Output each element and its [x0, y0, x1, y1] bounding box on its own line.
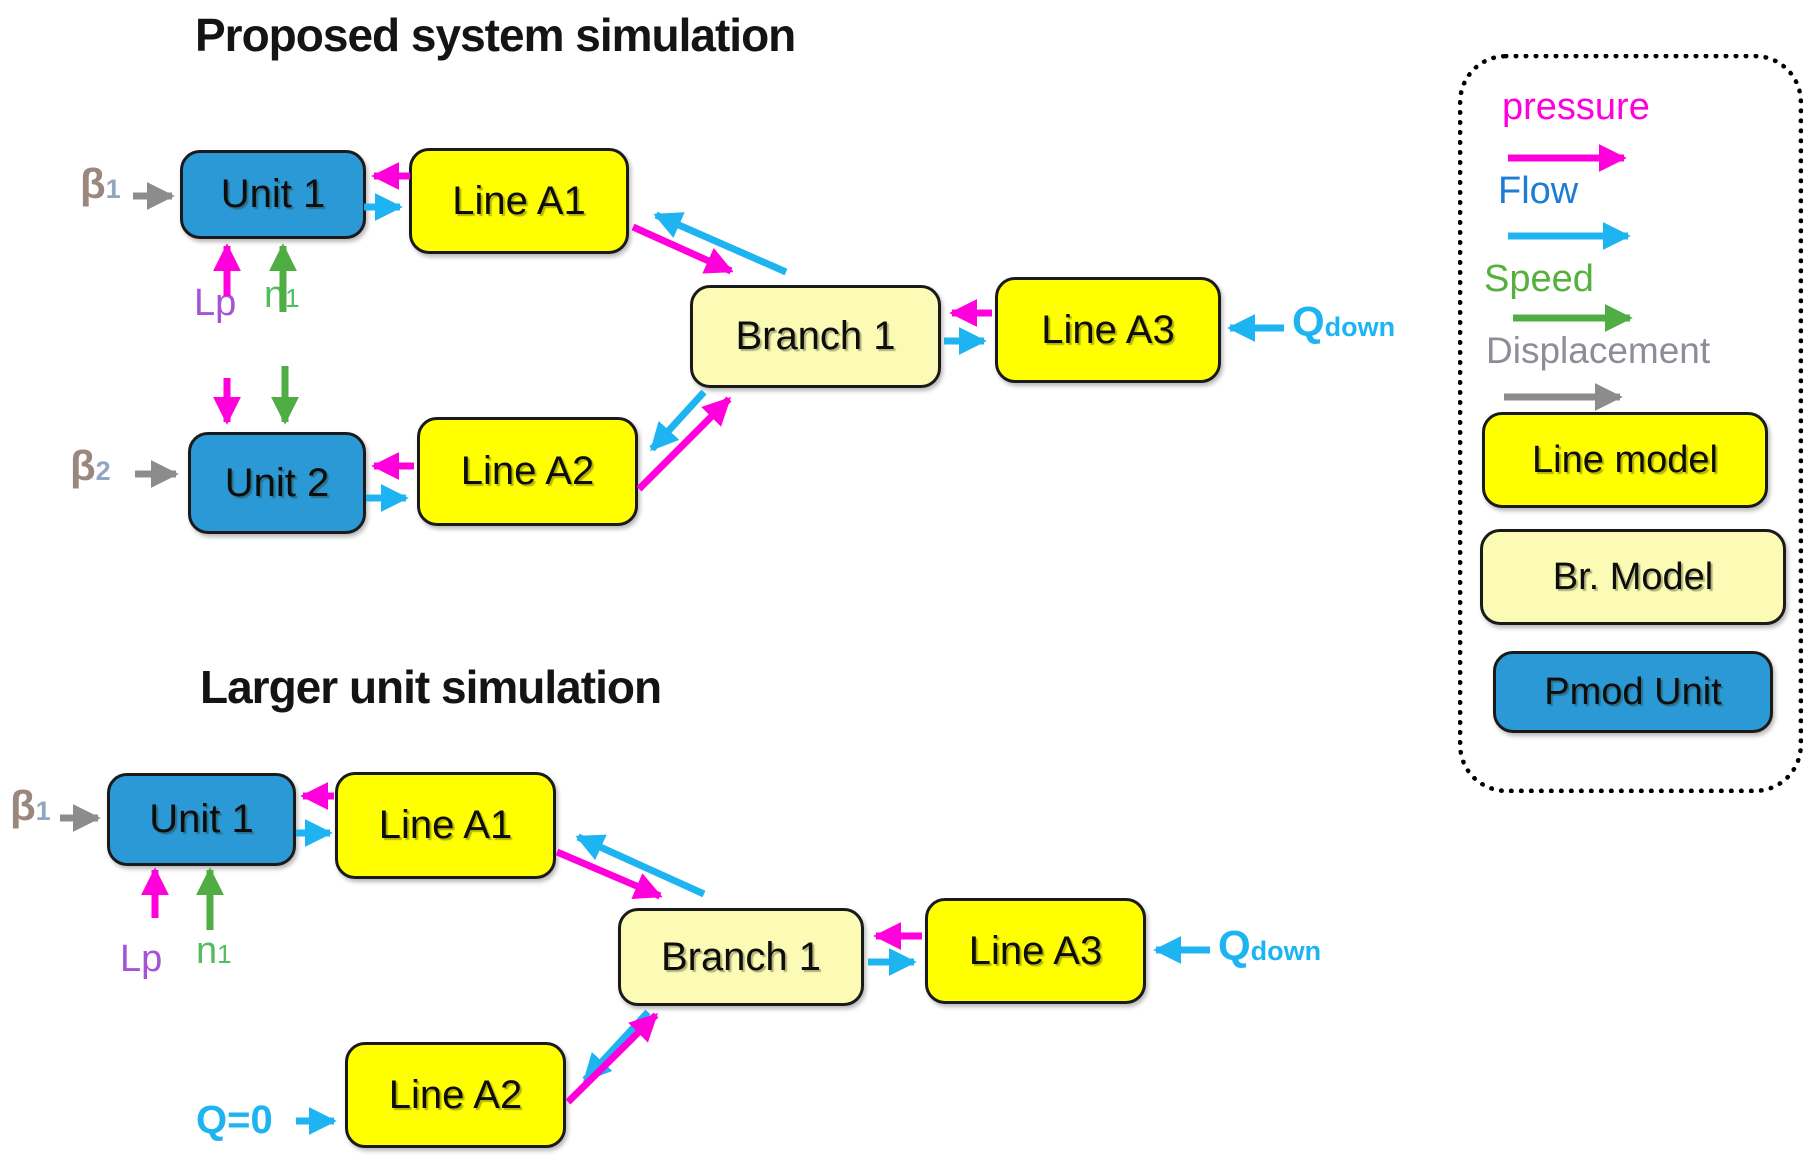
node-label: Unit 1 — [220, 172, 326, 216]
node-lineA3-bottom: Line A3 — [925, 898, 1146, 1004]
node-branch1-bottom: Branch 1 — [618, 908, 864, 1006]
node-label: Line A2 — [460, 449, 595, 493]
n-symbol: n — [264, 274, 286, 316]
n-subscript: 1 — [285, 283, 300, 313]
beta-symbol: β — [80, 160, 106, 207]
node-label: Line A3 — [1041, 307, 1175, 352]
lp-label-bottom: Lp — [120, 938, 163, 980]
node-label: Line A2 — [388, 1072, 523, 1117]
node-label: Branch 1 — [660, 934, 822, 979]
legend-flow-label: Flow — [1498, 170, 1579, 212]
n-symbol: n — [196, 930, 218, 972]
legend-speed-label: Speed — [1484, 258, 1594, 300]
legend-line-model-box: Line model — [1482, 412, 1768, 508]
beta-subscript: 1 — [35, 796, 51, 826]
qdown-label-bottom: Qdown — [1218, 922, 1321, 970]
pressure-arrow — [565, 1012, 659, 1105]
beta1-label-top: β1 — [80, 160, 121, 208]
legend-pmod-unit-box: Pmod Unit — [1493, 651, 1773, 733]
node-unit2-top: Unit 2 — [188, 432, 366, 534]
n1-label-top: n1 — [264, 274, 300, 317]
n-subscript: 1 — [217, 939, 232, 969]
pressure-arrow — [555, 848, 663, 900]
beta-symbol: β — [70, 442, 96, 489]
legend-branch-model-box: Br. Model — [1480, 529, 1786, 625]
legend-panel — [1458, 54, 1803, 793]
lp-label-top: Lp — [194, 282, 237, 324]
node-label: Line A3 — [968, 928, 1103, 973]
legend-box-label: Pmod Unit — [1544, 670, 1722, 713]
legend-displacement-label: Displacement — [1486, 330, 1711, 371]
node-label: Line A1 — [452, 178, 586, 223]
q-symbol: Q — [1292, 298, 1325, 345]
qdown-label-top: Qdown — [1292, 298, 1395, 346]
legend-box-label: Line model — [1532, 438, 1718, 481]
node-lineA2-bottom: Line A2 — [345, 1042, 566, 1148]
flow-arrow — [653, 211, 788, 276]
node-lineA1-bottom: Line A1 — [335, 772, 556, 879]
q-zero-label: Q=0 — [196, 1098, 273, 1142]
pressure-arrow — [636, 396, 732, 492]
bottom-diagram-title: Larger unit simulation — [200, 661, 662, 713]
node-label: Unit 1 — [149, 797, 254, 841]
node-unit1-top: Unit 1 — [180, 150, 366, 239]
node-lineA1-top: Line A1 — [409, 148, 629, 254]
top-diagram-title: Proposed system simulation — [195, 9, 796, 61]
flow-arrow — [582, 1009, 651, 1083]
node-lineA3-top: Line A3 — [995, 277, 1221, 383]
flow-arrow — [649, 389, 707, 452]
pressure-arrow — [631, 223, 734, 275]
beta1-label-bottom: β1 — [10, 782, 51, 830]
node-branch1-top: Branch 1 — [690, 285, 941, 388]
q-symbol: Q — [1218, 922, 1251, 969]
node-label: Branch 1 — [735, 314, 896, 358]
n1-label-bottom: n1 — [196, 930, 232, 973]
legend-box-label: Br. Model — [1552, 555, 1714, 598]
q-subscript: down — [1324, 312, 1396, 342]
q-subscript: down — [1250, 936, 1322, 966]
beta-subscript: 2 — [95, 456, 111, 486]
beta2-label-top: β2 — [70, 442, 111, 490]
beta-subscript: 1 — [105, 174, 121, 204]
node-label: Unit 2 — [224, 460, 330, 505]
beta-symbol: β — [10, 782, 36, 829]
node-label: Line A1 — [378, 803, 513, 847]
legend-pressure-label: pressure — [1502, 86, 1650, 128]
flow-arrow — [575, 833, 706, 898]
node-unit1-bottom: Unit 1 — [107, 773, 296, 866]
node-lineA2-top: Line A2 — [417, 417, 638, 526]
